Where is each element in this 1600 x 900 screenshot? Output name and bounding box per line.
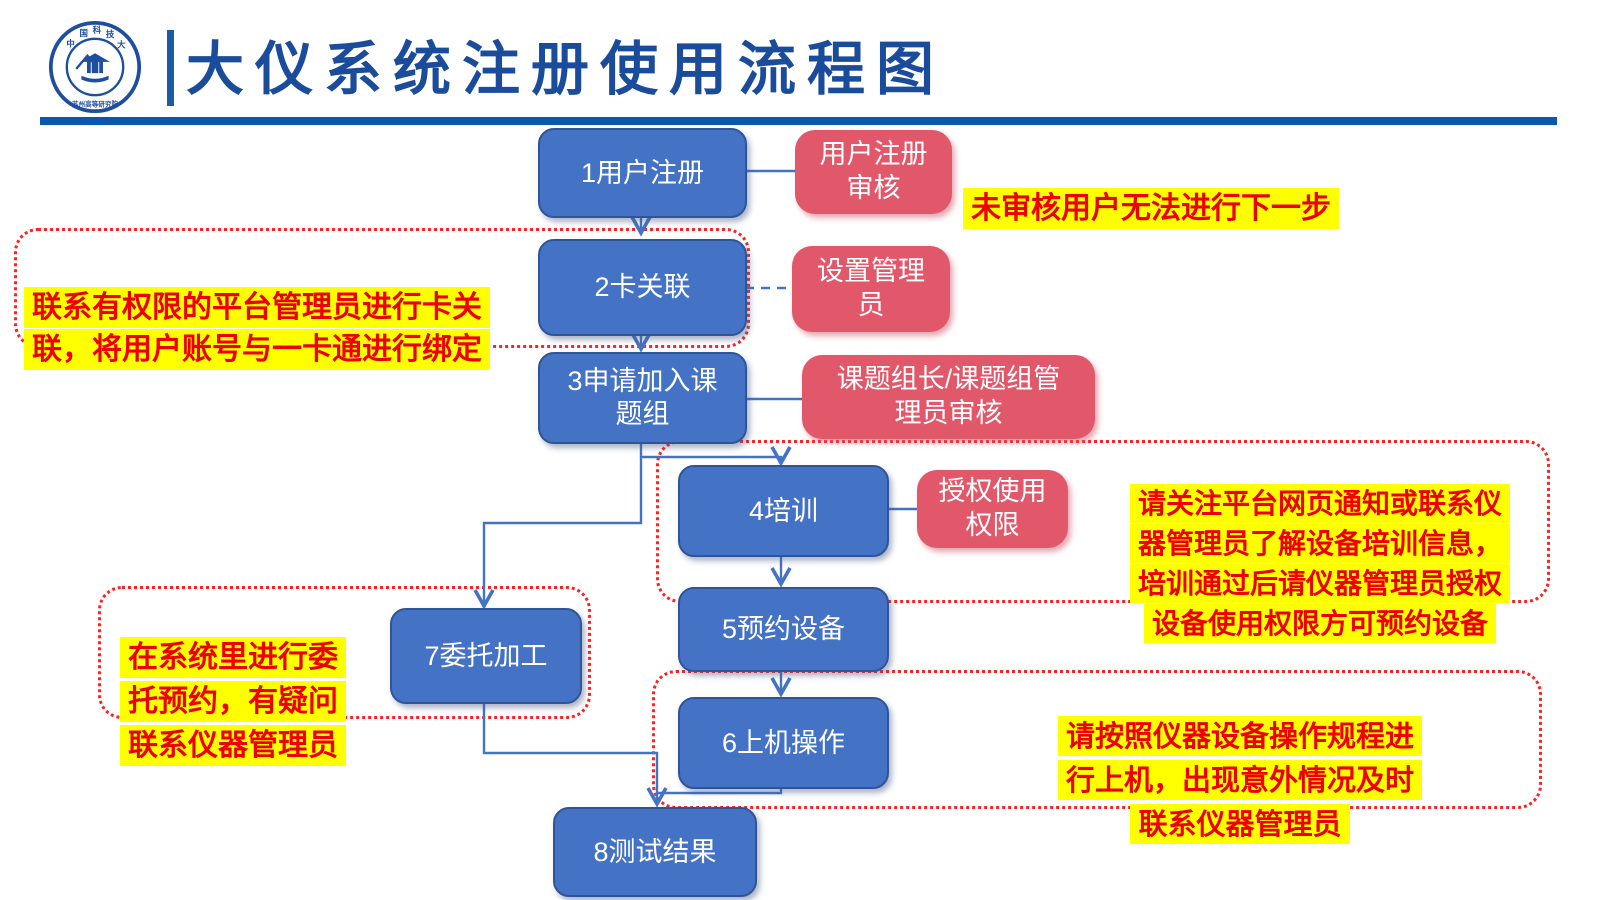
- university-seal-logo: 中国科 技大 苏州高等研究院: [48, 20, 142, 114]
- arrow-merge-step8: [482, 700, 668, 808]
- logo-divider: [167, 30, 174, 106]
- review-box-set-admin: 设置管理 员: [792, 246, 950, 332]
- svg-text:技: 技: [106, 29, 115, 39]
- flow-step-5: 5预约设备: [678, 587, 889, 672]
- flow-step-7: 7委托加工: [390, 608, 582, 704]
- review-box-authorize-permission: 授权使用 权限: [917, 470, 1068, 548]
- flow-step-4: 4培训: [678, 465, 889, 557]
- flow-step-6: 6上机操作: [678, 697, 889, 789]
- svg-text:中: 中: [66, 38, 74, 48]
- svg-text:国: 国: [79, 28, 87, 38]
- flow-step-3: 3申请加入课 题组: [538, 352, 747, 444]
- arrow-step3-step7: [473, 457, 643, 610]
- note-operation-rules: 请按照仪器设备操作规程进 行上机，出现意外情况及时 联系仪器管理员: [1005, 670, 1475, 846]
- dotted-group-operation: [652, 670, 1542, 809]
- review-box-user-registration: 用户注册 审核: [795, 130, 952, 214]
- note-unreviewed-user: 未审核用户无法进行下一步: [963, 141, 1393, 231]
- page-title: 大仪系统注册使用流程图: [186, 37, 946, 102]
- svg-text:科: 科: [93, 25, 102, 35]
- flow-step-8: 8测试结果: [553, 807, 757, 897]
- flow-step-1: 1用户注册: [538, 128, 747, 218]
- note-delegate-booking: 在系统里进行委 托预约，有疑问 联系仪器管理员: [120, 592, 380, 768]
- note-card-link: 联系有权限的平台管理员进行卡关 联，将用户账号与一卡通进行绑定: [24, 245, 534, 371]
- flow-step-2: 2卡关联: [538, 239, 747, 336]
- arrow-step3-step4: [639, 440, 792, 467]
- svg-text:大: 大: [117, 39, 126, 49]
- dotted-group-training: [656, 440, 1550, 603]
- svg-text:苏州高等研究院: 苏州高等研究院: [72, 99, 118, 108]
- note-training-info: 请关注平台网页通知或联系仪 器管理员了解设备培训信息， 培训通过后请仪器管理员授…: [1100, 444, 1540, 644]
- review-box-group-leader: 课题组长/课题组管 理员审核: [802, 355, 1095, 439]
- title-underline: [40, 117, 1557, 125]
